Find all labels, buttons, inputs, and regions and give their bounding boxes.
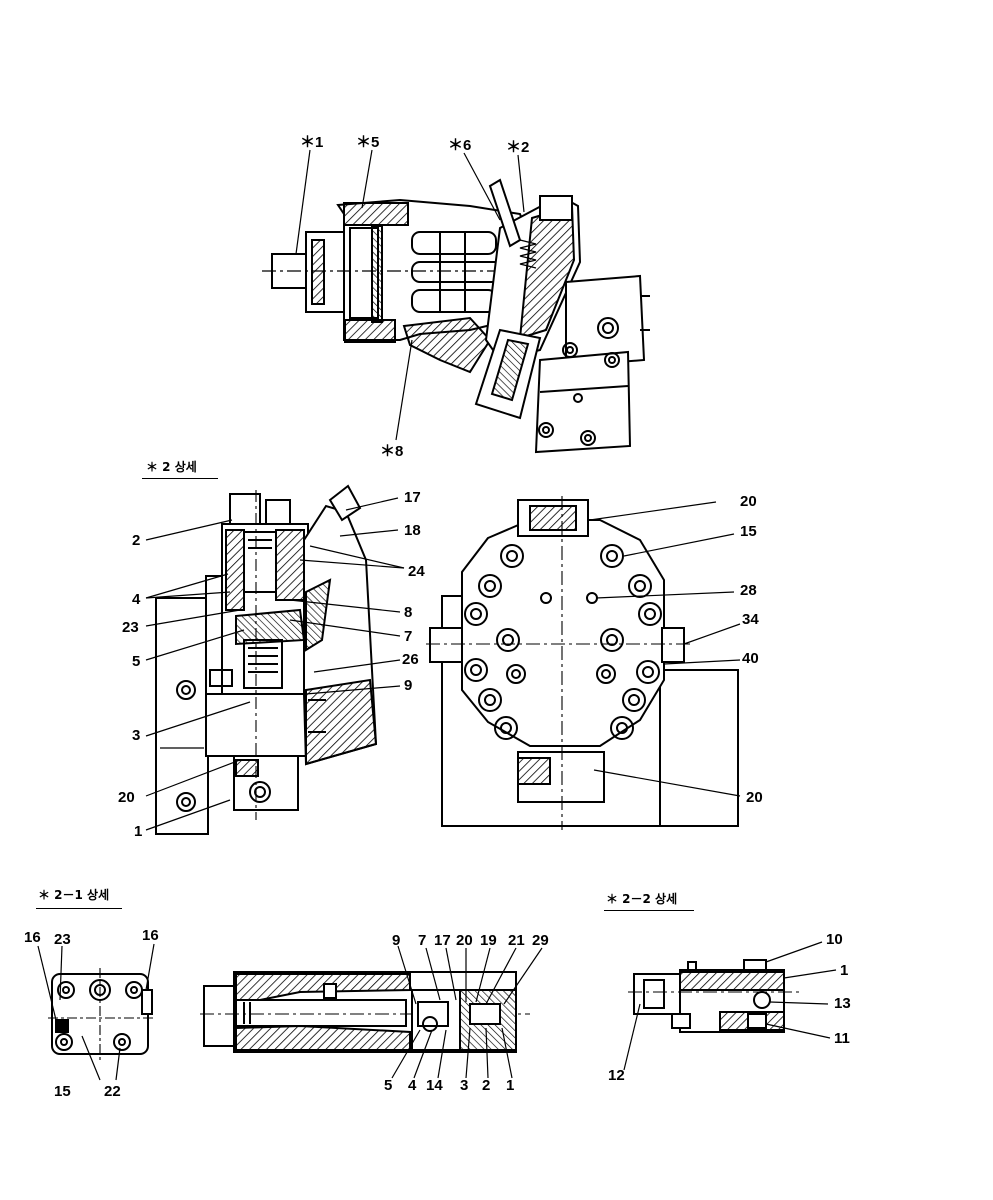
callout-top-5: ＊5	[356, 134, 380, 151]
underline-detail-2-2	[604, 910, 694, 911]
detail-2-2-section	[623, 941, 837, 1071]
label-5-section: 5	[384, 1077, 393, 1094]
label-11: 11	[834, 1030, 850, 1047]
label-7-section: 7	[418, 932, 427, 949]
label-40: 40	[742, 650, 759, 667]
label-15: 15	[740, 523, 757, 540]
label-16-left: 16	[24, 929, 41, 946]
label-1-section: 1	[506, 1077, 515, 1094]
detail-2-section-view	[145, 484, 405, 835]
label-17-section: 17	[434, 932, 451, 949]
label-2-section: 2	[482, 1077, 491, 1094]
label-14-section: 14	[426, 1077, 443, 1094]
detail-2-front-view	[426, 496, 741, 830]
label-8: 8	[404, 604, 413, 621]
section-header-detail-2-2: ＊ 2－2 상세	[606, 892, 678, 906]
detail-2-1-section	[200, 945, 543, 1079]
bolt-circles	[464, 544, 662, 740]
label-22: 22	[104, 1083, 121, 1100]
underline-detail-2-1	[36, 908, 122, 909]
detail-2-1-plate	[37, 943, 155, 1081]
label-17: 17	[404, 489, 421, 506]
label-4-section: 4	[408, 1077, 417, 1094]
label-20-top: 20	[740, 493, 757, 510]
label-18: 18	[404, 522, 421, 539]
label-23-plate: 23	[54, 931, 71, 948]
label-3: 3	[132, 727, 141, 744]
label-26: 26	[402, 651, 419, 668]
label-21-section: 21	[508, 932, 525, 949]
callout-top-8: ＊8	[380, 443, 404, 460]
label-5: 5	[132, 653, 141, 670]
label-10: 10	[826, 931, 843, 948]
label-28: 28	[740, 582, 757, 599]
section-header-detail-2: ＊ 2 상세	[146, 460, 197, 474]
label-20: 20	[118, 789, 135, 806]
label-34: 34	[742, 611, 759, 628]
label-1: 1	[134, 823, 143, 840]
callout-top-1: ＊1	[300, 134, 324, 151]
label-7: 7	[404, 628, 413, 645]
callout-top-6: ＊6	[448, 137, 472, 154]
underline-detail-2	[142, 478, 218, 479]
label-12: 12	[608, 1067, 625, 1084]
label-4: 4	[132, 591, 141, 608]
label-9-section: 9	[392, 932, 401, 949]
label-15-plate: 15	[54, 1083, 71, 1100]
label-24: 24	[408, 563, 425, 580]
label-16-right: 16	[142, 927, 159, 944]
label-3-section: 3	[460, 1077, 469, 1094]
label-20-section: 20	[456, 932, 473, 949]
label-19-section: 19	[480, 932, 497, 949]
section-header-detail-2-1: ＊ 2－1 상세	[38, 888, 110, 902]
label-29-section: 29	[532, 932, 549, 949]
label-23: 23	[122, 619, 139, 636]
label-13: 13	[834, 995, 851, 1012]
label-2: 2	[132, 532, 141, 549]
label-1-detail22: 1	[840, 962, 849, 979]
callout-top-2: ＊2	[506, 139, 530, 156]
label-20-bottom: 20	[746, 789, 763, 806]
label-9: 9	[404, 677, 413, 694]
pump-assembly-section	[262, 149, 650, 454]
